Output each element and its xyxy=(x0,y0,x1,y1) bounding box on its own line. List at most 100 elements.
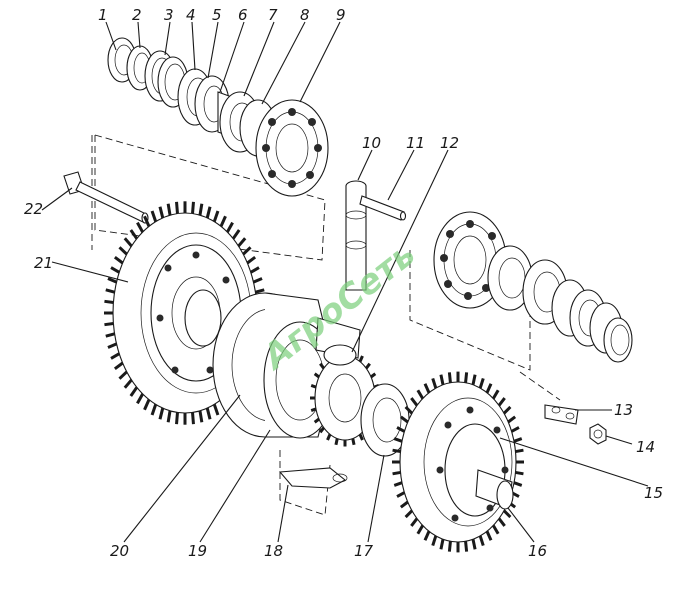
gear-tooth xyxy=(313,417,320,424)
gear-tooth xyxy=(212,403,220,416)
gear-tooth xyxy=(150,403,158,416)
gear-tooth xyxy=(237,237,247,248)
gear-tooth xyxy=(113,361,124,371)
gear-tooth xyxy=(107,277,118,284)
gear-tooth xyxy=(118,370,128,380)
gear-tooth xyxy=(492,389,500,400)
gear-tooth xyxy=(416,389,424,400)
gear-tooth xyxy=(471,538,477,550)
gear-tooth xyxy=(136,393,144,405)
part-label: 11 xyxy=(406,134,425,152)
part-label: 14 xyxy=(636,438,655,456)
gear-tooth xyxy=(231,229,241,240)
part-label: 5 xyxy=(212,6,222,24)
gear-tooth xyxy=(246,255,257,265)
gear-tooth xyxy=(242,246,252,256)
gear-tooth xyxy=(510,426,520,433)
part-label: 1 xyxy=(98,6,108,24)
part-label: 6 xyxy=(238,6,248,24)
gear-tooth xyxy=(485,383,493,394)
gear-tooth xyxy=(515,470,524,476)
gear-tooth xyxy=(205,407,212,420)
gear-tooth xyxy=(250,266,260,274)
part-label: 20 xyxy=(110,542,129,560)
gear-tooth xyxy=(136,221,144,233)
gear-tooth xyxy=(129,386,139,397)
part-label: 22 xyxy=(24,200,43,218)
gear-tooth xyxy=(326,433,332,441)
gear-tooth xyxy=(464,541,469,552)
gear-tooth xyxy=(423,530,431,541)
gear-tooth xyxy=(219,215,227,228)
gear-tooth xyxy=(497,517,506,527)
gear-tooth xyxy=(191,201,195,214)
gear-tooth xyxy=(310,407,317,412)
gear-tooth xyxy=(255,288,265,294)
gear-tooth xyxy=(416,524,424,535)
gear-tooth xyxy=(393,437,403,443)
gear-tooth xyxy=(123,237,133,248)
gear-tooth xyxy=(351,438,356,446)
part-label: 18 xyxy=(264,542,283,560)
gear-tooth xyxy=(107,342,118,349)
shaft-16 xyxy=(475,469,514,510)
gear-tooth xyxy=(105,332,115,338)
gear-tooth xyxy=(431,378,438,389)
part-label: 15 xyxy=(644,484,663,502)
gear-tooth xyxy=(198,203,204,216)
gear-tooth xyxy=(399,500,409,509)
leader-lines xyxy=(41,21,649,543)
bolt-22 xyxy=(63,171,149,224)
part-labels: 1 2 3 4 5 6 7 8 9 10 11 12 13 14 15 16 1… xyxy=(24,6,663,560)
gear-tooth xyxy=(143,398,151,411)
part-label: 7 xyxy=(268,6,278,24)
gear-tooth xyxy=(410,517,419,527)
bearing-stack-bottom xyxy=(433,211,633,363)
gear-tooth xyxy=(175,412,179,425)
shaft-11 xyxy=(359,195,407,221)
gear-15 xyxy=(392,371,524,553)
gear-tooth xyxy=(310,384,317,389)
gear-teeth xyxy=(392,371,524,553)
part-label: 17 xyxy=(354,542,374,560)
part-label: 8 xyxy=(300,6,310,24)
part-label: 13 xyxy=(614,401,633,419)
lock-plate-13 xyxy=(544,404,579,425)
gear-tooth xyxy=(319,362,325,370)
gear-tooth xyxy=(485,530,493,541)
pin-10 xyxy=(345,180,367,291)
gear-tooth xyxy=(507,415,517,424)
gear-tooth xyxy=(143,215,151,228)
part-label: 12 xyxy=(440,134,459,152)
gear-tooth xyxy=(393,481,403,487)
gear-tooth xyxy=(319,426,325,434)
gear-tooth xyxy=(404,509,414,519)
gear-tooth xyxy=(515,448,524,454)
gear-tooth xyxy=(158,206,165,219)
gear-tooth xyxy=(313,372,320,379)
gear-tooth xyxy=(431,535,438,546)
gear-tooth xyxy=(392,470,401,476)
gear-tooth xyxy=(497,397,506,407)
nut-14 xyxy=(589,423,607,445)
gear-tooth xyxy=(410,397,419,407)
gear-tooth xyxy=(396,491,406,498)
gear-tooth xyxy=(513,437,523,443)
lock-plate-18 xyxy=(278,467,348,489)
gear-tooth xyxy=(447,541,452,552)
gear-tooth xyxy=(205,206,212,219)
gear-tooth xyxy=(447,372,452,383)
gear-tooth xyxy=(129,229,139,240)
gear-tooth xyxy=(252,277,263,284)
gear-tooth xyxy=(166,203,172,216)
gear-tooth xyxy=(104,321,114,327)
gear-tooth xyxy=(478,535,485,546)
gear-tooth xyxy=(404,405,414,415)
gear-tooth xyxy=(198,410,204,423)
gear-tooth xyxy=(399,415,409,424)
gear-tooth xyxy=(439,538,445,550)
gear-tooth xyxy=(110,266,120,274)
gear-tooth xyxy=(392,448,401,454)
gear-tooth xyxy=(358,355,364,363)
